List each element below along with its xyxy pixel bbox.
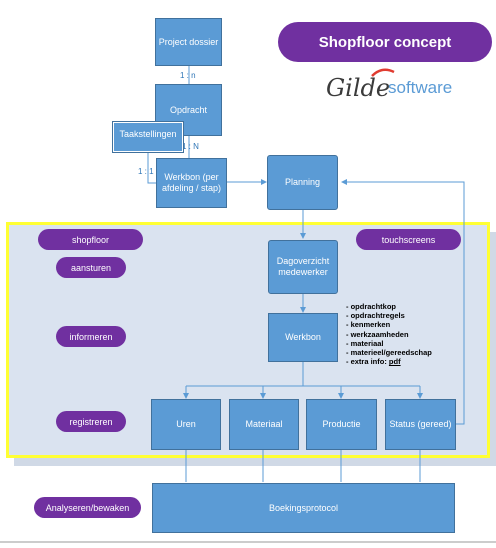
werkbon-details: - opdrachtkop - opdrachtregels - kenmerk… <box>346 302 432 366</box>
relation-taak-werkbon: 1 : 1 <box>138 167 154 176</box>
dagoverzicht-box: Dagoverzicht medewerker <box>268 240 338 294</box>
gilde-software-logo: Gilde software <box>326 66 456 106</box>
pill-analyseren: Analyseren/bewaken <box>34 497 141 518</box>
pill-shopfloor: shopfloor <box>38 229 143 250</box>
logo-brand: Gilde <box>326 74 391 102</box>
boekingsprotocol-box: Boekingsprotocol <box>152 483 455 533</box>
detail-extra-label: - extra info: <box>346 357 389 367</box>
relation-project-opdracht: 1 : n <box>180 71 196 80</box>
pill-informeren: informeren <box>56 326 126 347</box>
link-taak-werkbon <box>147 152 156 184</box>
logo-suffix: software <box>388 78 453 97</box>
materiaal-box: Materiaal <box>229 399 299 450</box>
planning-box: Planning <box>267 155 338 210</box>
detail-item-extra: - extra info: pdf <box>346 357 432 366</box>
title-banner: Shopfloor concept <box>278 22 492 62</box>
detail-item: - kenmerken <box>346 320 391 330</box>
arrow-status-planning <box>341 179 465 425</box>
pill-touchscreens: touchscreens <box>356 229 461 250</box>
werkbon-box: Werkbon <box>268 313 338 362</box>
detail-item: - opdrachtkop <box>346 302 396 311</box>
productie-box: Productie <box>306 399 377 450</box>
werkbon-afdeling-box: Werkbon (per afdeling / stap) <box>156 158 227 208</box>
status-box: Status (gereed) <box>385 399 456 450</box>
detail-item: - werkzaamheden <box>346 329 409 339</box>
relation-opdracht-werkbon: 1 : N <box>182 142 199 151</box>
taakstellingen-box: Taakstellingen <box>112 121 184 153</box>
detail-item: - materieel/gereedschap <box>346 348 432 358</box>
uren-box: Uren <box>151 399 221 450</box>
pdf-link[interactable]: pdf <box>388 357 401 367</box>
logo-swoosh-icon <box>371 68 395 77</box>
detail-item: - opdrachtregels <box>346 311 405 321</box>
pill-registreren: registreren <box>56 411 126 432</box>
detail-item: - materiaal <box>346 338 384 348</box>
pill-aansturen: aansturen <box>56 257 126 278</box>
project-dossier-box: Project dossier <box>155 18 222 66</box>
